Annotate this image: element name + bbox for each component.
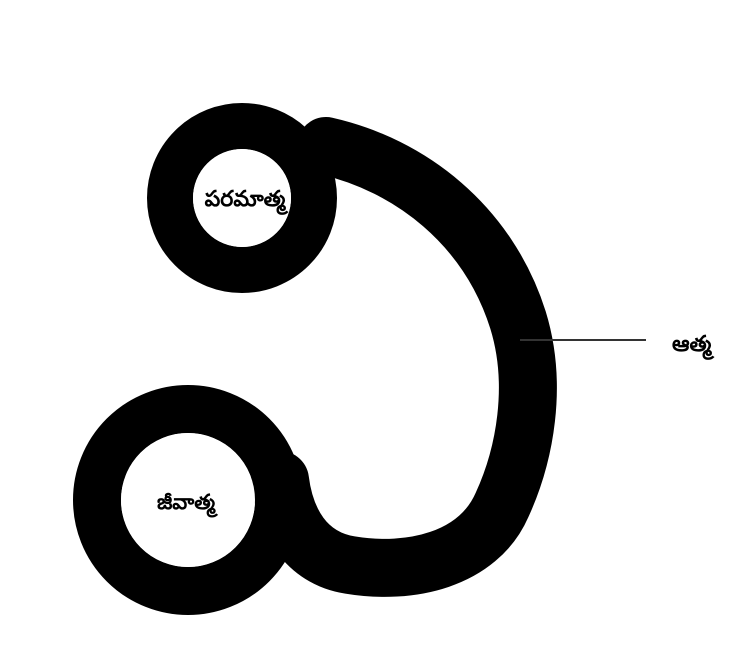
jivatma-circle <box>121 433 255 567</box>
atma-label: ఆత్మ <box>672 332 715 360</box>
paramatma-ring <box>147 103 337 293</box>
glyph-main-stroke <box>251 117 557 597</box>
jivatma-label: జీవాత్మ <box>157 490 219 518</box>
jivatma-ring <box>73 385 303 615</box>
paramatma-label: పరమాత్మ <box>205 187 289 215</box>
paramatma-circle <box>193 149 291 247</box>
